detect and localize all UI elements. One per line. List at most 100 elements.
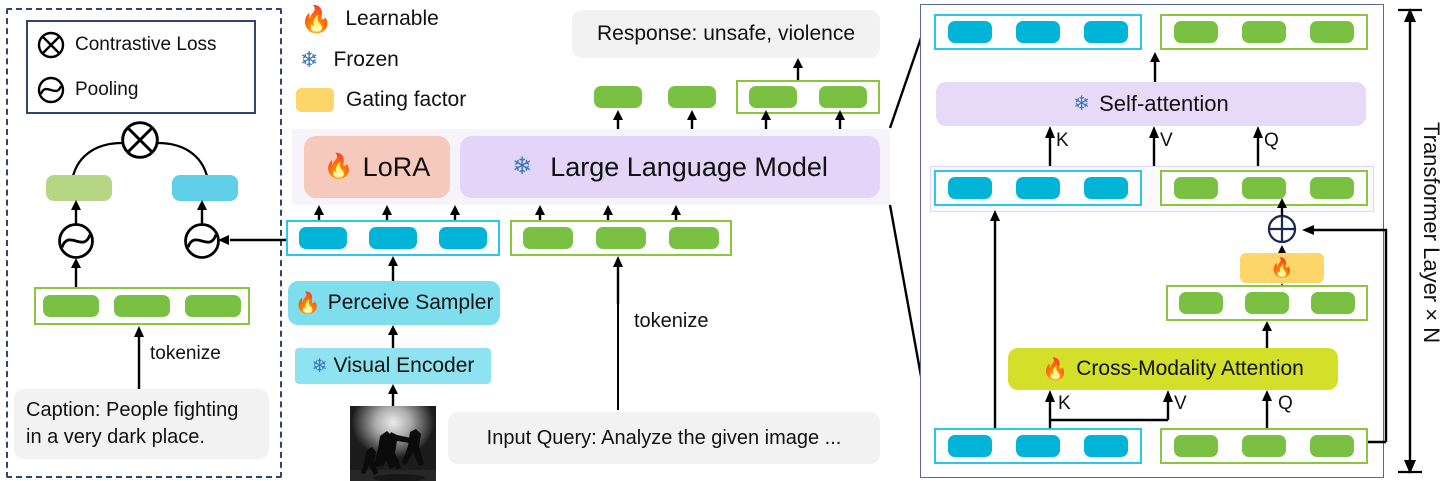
output-token-group <box>736 80 880 114</box>
visual-token <box>1084 21 1128 43</box>
snowflake-icon: ❄ <box>311 355 328 377</box>
snowflake-icon: ❄ <box>1073 93 1091 115</box>
legend-item-pooling: Pooling <box>28 67 254 112</box>
caption-tokenize-label: tokenize <box>150 343 221 364</box>
visual-token <box>439 227 487 249</box>
visual-token <box>299 227 347 249</box>
output-token <box>749 86 797 108</box>
detail-visual-token-strip-bottom <box>934 428 1142 464</box>
cross-attention-q-label: Q <box>1278 393 1293 414</box>
self-attention-v-label: V <box>1160 130 1173 151</box>
arrow-query-tokenize-head <box>610 256 626 304</box>
detail-text-token-strip-bottom <box>1160 428 1368 464</box>
contrastive-curves <box>50 135 230 183</box>
text-token <box>1179 292 1223 314</box>
contrastive-loss-node <box>120 120 160 160</box>
image-embedding-bar <box>172 175 238 201</box>
line-query-tokenize <box>617 300 620 410</box>
flame-icon: 🔥 <box>1270 257 1294 279</box>
legend-item-learnable: 🔥 Learnable <box>300 6 439 32</box>
text-token <box>1310 21 1354 43</box>
self-attention-q-label: Q <box>1264 130 1279 151</box>
text-token <box>1174 177 1218 199</box>
cross-attention-output-strip <box>1166 285 1368 321</box>
snowflake-icon: ❄ <box>512 153 533 180</box>
residual-add-node <box>1265 212 1299 246</box>
text-token <box>1242 21 1286 43</box>
legend-label-contrastive-loss: Contrastive Loss <box>75 33 217 55</box>
visual-token <box>948 435 992 457</box>
gating-factor-block: 🔥 <box>1240 253 1324 283</box>
text-token <box>1174 435 1218 457</box>
transformer-layer-bracket <box>1398 6 1422 476</box>
text-embedding-bar <box>46 175 112 201</box>
arrow-image-to-encoder <box>385 384 401 408</box>
output-token <box>819 86 867 108</box>
response-text: Response: unsafe, violence <box>597 22 855 45</box>
transformer-layer-label: Transformer Layer × N <box>1419 122 1444 344</box>
visual-token <box>369 227 417 249</box>
arrow-crossattn-to-output <box>1259 321 1275 351</box>
arrow-texttokens-to-pooling <box>68 258 84 290</box>
caption-token <box>113 295 170 317</box>
llm-label: Large Language Model <box>550 151 828 182</box>
contrastive-loss-icon <box>36 30 66 60</box>
text-token <box>1245 292 1289 314</box>
arrow-selfattn-to-top-tokens <box>1147 52 1163 82</box>
visual-encoder-block: ❄ Visual Encoder <box>295 348 491 384</box>
self-attention-label: Self-attention <box>1099 91 1229 116</box>
lora-label: LoRA <box>362 151 431 182</box>
arrow-add-to-mid-tokens <box>1274 198 1290 216</box>
visual-token <box>948 21 992 43</box>
legend-label-learnable: Learnable <box>345 7 439 30</box>
visual-encoder-label: Visual Encoder <box>333 354 475 377</box>
caption-token <box>43 295 100 317</box>
response-bubble: Response: unsafe, violence <box>572 10 880 58</box>
text-token <box>1242 435 1286 457</box>
input-image-thumbnail <box>350 406 436 481</box>
text-token <box>1242 177 1286 199</box>
legend-label-pooling: Pooling <box>75 78 139 100</box>
visual-token <box>1084 435 1128 457</box>
legend-item-frozen: ❄ Frozen <box>300 48 399 72</box>
text-token-strip <box>510 220 732 256</box>
visual-token <box>1016 21 1060 43</box>
output-token <box>594 86 642 108</box>
snowflake-icon: ❄ <box>300 47 319 72</box>
caption-token-strip <box>34 287 250 325</box>
text-token <box>523 227 574 249</box>
flame-icon: 🔥 <box>300 4 333 34</box>
legend-item-gating: Gating factor <box>296 88 466 112</box>
center-tokenize-label: tokenize <box>634 310 709 332</box>
text-token <box>1311 292 1355 314</box>
pooling-node-image <box>183 222 221 260</box>
legend-label-gating: Gating factor <box>346 88 467 111</box>
cross-modality-label: Cross-Modality Attention <box>1076 357 1304 380</box>
output-token <box>668 86 716 108</box>
caption-bubble: Caption: People fighting in a very dark … <box>14 389 269 459</box>
text-token <box>1310 177 1354 199</box>
perceive-sampler-block: 🔥 Perceive Sampler <box>288 281 500 325</box>
arrow-sampler-to-tokens <box>385 256 401 284</box>
pooling-node-text <box>57 222 95 260</box>
text-token <box>595 227 646 249</box>
perceive-sampler-label: Perceive Sampler <box>327 291 494 314</box>
detail-text-token-strip-top <box>1160 14 1368 50</box>
flame-icon: 🔥 <box>323 153 354 180</box>
flame-icon: 🔥 <box>294 291 321 315</box>
self-attention-block: ❄ Self-attention <box>936 82 1366 126</box>
text-token <box>1174 21 1218 43</box>
lora-block: 🔥 LoRA <box>304 136 450 198</box>
pooling-icon <box>36 75 66 105</box>
contrastive-branch-panel <box>6 8 282 478</box>
detail-visual-token-strip-top <box>934 14 1142 50</box>
detail-text-token-strip-mid <box>1160 170 1368 206</box>
text-token <box>668 227 719 249</box>
gating-swatch <box>296 88 334 112</box>
visual-token <box>948 177 992 199</box>
detail-visual-token-strip-mid <box>934 170 1142 206</box>
llm-block: ❄ Large Language Model <box>460 136 880 198</box>
arrow-visual-skip <box>987 210 1003 432</box>
caption-text: Caption: People fighting in a very dark … <box>26 399 239 448</box>
visual-token <box>1084 177 1128 199</box>
